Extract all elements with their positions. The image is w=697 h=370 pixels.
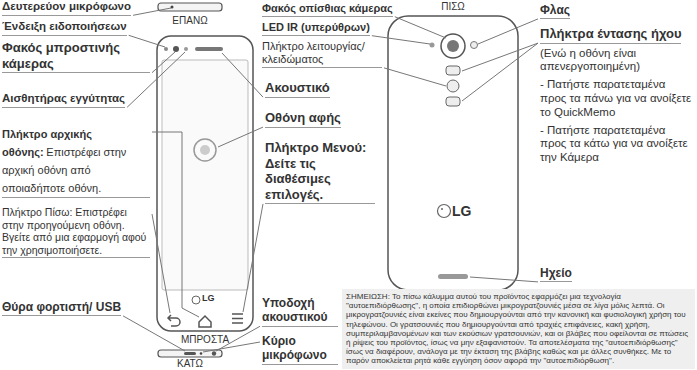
label-block: Θύρα φορτιστή/ USB <box>2 300 121 316</box>
label-block: Πλήκτρα έντασης ήχου (Ενώ η οθόνη είναι α… <box>540 26 694 165</box>
ir-led <box>430 43 435 48</box>
leader-line <box>152 132 199 317</box>
front-body <box>157 36 253 331</box>
label-block: Ηχείο <box>540 266 572 282</box>
part-label: Δευτερεύον μικρόφωνο <box>2 0 131 16</box>
notification-led <box>164 47 168 51</box>
front-camera <box>173 46 179 52</box>
label-block: ΚΑΤΩ <box>165 358 215 370</box>
label-block: Υποδοχή ακουστικού <box>262 296 338 327</box>
flash <box>471 42 478 49</box>
leader-line <box>462 43 538 71</box>
part-label: Φακός μπροστινής κάμερας <box>2 40 150 73</box>
part-label: Πλήκτρο Πίσω: Επιστρέφει στην προηγούμεν… <box>2 206 150 258</box>
label-block: Πλήκτρο Πίσω: Επιστρέφει στην προηγούμεν… <box>2 206 150 258</box>
part-label: Ηχείο <box>540 266 572 282</box>
label-block: ΠΙΣΩ <box>428 1 478 13</box>
brand-logo: LG <box>452 203 471 220</box>
part-label: - Πατήστε παρατεταμένα προς τα κάτω για … <box>540 124 694 165</box>
leader-line <box>478 19 538 44</box>
part-label: Φακός οπίσθιας κάμερας <box>262 2 393 17</box>
label-block: Δευτερεύον μικρόφωνο <box>2 0 131 16</box>
touch-circle <box>194 139 216 161</box>
leader-line <box>152 214 170 313</box>
label-block: Ακουστικό <box>265 80 330 98</box>
leader-line <box>243 204 263 312</box>
top-edge <box>158 3 222 11</box>
touch-screen <box>162 60 248 290</box>
label-block: LG <box>452 203 471 220</box>
brand-logo: LG <box>202 293 215 304</box>
leader-line <box>133 8 171 15</box>
view-heading: ΠΙΣΩ <box>428 1 478 13</box>
home-key <box>199 316 211 327</box>
proximity-sensor <box>184 47 188 51</box>
volume-down-key <box>446 97 460 106</box>
part-label: Οθόνη αφής <box>265 110 341 128</box>
view-heading: ΚΑΤΩ <box>165 358 215 370</box>
label-block: Ένδειξη ειδοποιήσεων <box>2 20 127 36</box>
lg-logo-dot <box>441 208 443 210</box>
label-block: Φλας <box>540 3 570 19</box>
leader-line <box>152 52 175 73</box>
part-label: Κύριο μικρόφωνο <box>262 334 338 365</box>
view-heading: ΜΠΡΟΣΤΑ <box>160 334 250 346</box>
menu-key <box>232 314 243 323</box>
label-block: ΜΠΡΟΣΤΑ <box>160 334 250 346</box>
view-heading: ΕΠΑΝΩ <box>165 15 215 27</box>
leader-line <box>384 68 446 86</box>
headset-jack <box>212 351 216 355</box>
part-label: (Ενώ η οθόνη είναι απενεργοποιημένη) <box>540 47 694 75</box>
note-panel: ΣΗΜΕΙΩΣΗ: Το πίσω κάλυμμα αυτού του προϊ… <box>342 289 695 369</box>
part-label: Φλας <box>540 3 570 19</box>
part-label: Ένδειξη ειδοποιήσεων <box>2 20 127 36</box>
usb-port <box>184 352 196 355</box>
leader-line <box>129 35 165 47</box>
part-label: Πλήκτρα έντασης ήχου <box>540 26 681 44</box>
power-key <box>447 80 459 92</box>
label-block: LED IR (υπερύθρων) <box>262 21 370 36</box>
bottom-edge <box>158 350 222 357</box>
touch-dot <box>200 145 210 155</box>
back-key <box>168 315 180 326</box>
label-block: Φακός μπροστινής κάμερας <box>2 40 150 73</box>
part-label: Υποδοχή ακουστικού <box>262 296 338 327</box>
part-label: Αισθητήρας εγγύτητας <box>2 92 125 108</box>
leader-line <box>462 43 538 101</box>
note-text: ΣΗΜΕΙΩΣΗ: Το πίσω κάλυμμα αυτού του προϊ… <box>346 292 691 366</box>
leader-line <box>470 277 538 282</box>
leader-line <box>222 53 263 97</box>
leader-line <box>218 127 263 147</box>
part-label: Ακουστικό <box>265 80 330 98</box>
lg-logo <box>438 205 451 218</box>
lg-logo <box>192 296 200 304</box>
rear-camera-lens <box>447 40 459 52</box>
label-block: Κύριο μικρόφωνο <box>262 334 338 365</box>
label-block: Φακός οπίσθιας κάμερας <box>262 2 393 17</box>
part-label: - Πατήστε παρατεταμένα προς τα πάνω για … <box>540 78 694 119</box>
label-block: ΕΠΑΝΩ <box>165 15 215 27</box>
leader-line <box>127 52 185 107</box>
label-block: Πλήκτρο αρχικής οθόνης:Επιστρέφει στην α… <box>2 124 150 198</box>
volume-up-key <box>446 66 460 75</box>
leader-line <box>395 17 446 38</box>
speaker-grille <box>438 274 468 279</box>
label-block: Πλήκτρο λειτουργίας/ κλειδώματος <box>262 40 382 68</box>
earpiece <box>195 47 223 51</box>
main-mic-hole <box>200 352 203 355</box>
label-block: Οθόνη αφής <box>265 110 341 128</box>
part-label: Πλήκτρο Μενού: Δείτε τις διαθέσιμες επιλ… <box>265 140 375 204</box>
label-block: Πλήκτρο Μενού: Δείτε τις διαθέσιμες επιλ… <box>265 140 375 204</box>
part-label: LED IR (υπερύθρων) <box>262 21 370 36</box>
label-block: LG <box>202 293 215 304</box>
part-label: Θύρα φορτιστή/ USB <box>2 300 121 316</box>
leader-line <box>123 316 185 351</box>
part-label: Πλήκτρο λειτουργίας/ κλειδώματος <box>262 40 382 68</box>
label-block: Αισθητήρας εγγύτητας <box>2 92 125 108</box>
